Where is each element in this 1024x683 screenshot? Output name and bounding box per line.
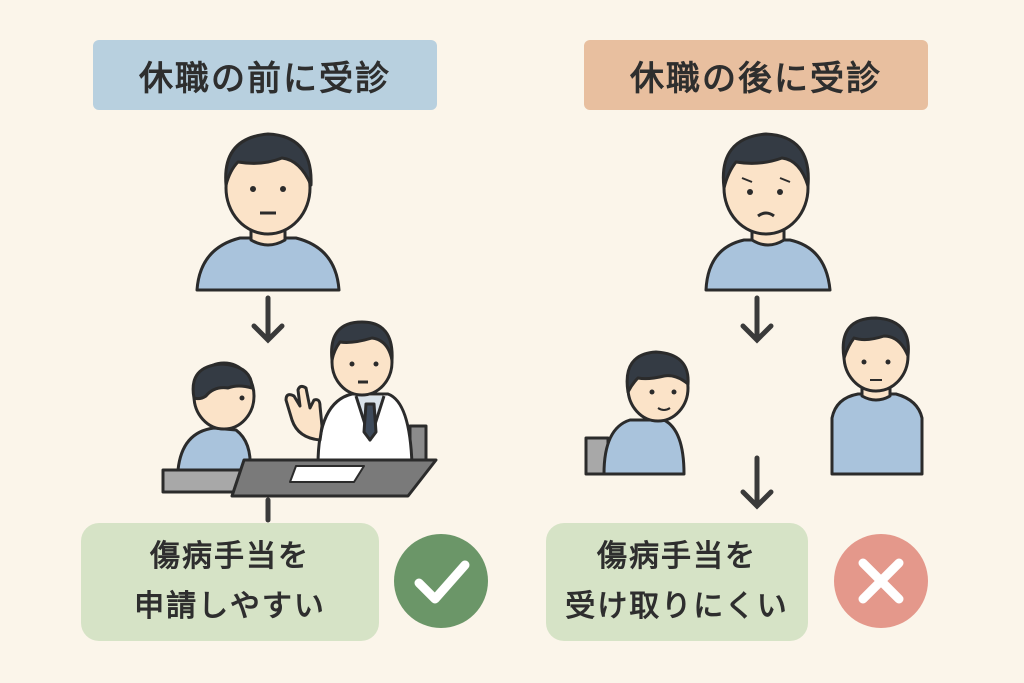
consultation-scene	[161, 320, 438, 498]
person-right-standing	[830, 316, 924, 476]
cross-icon	[834, 534, 928, 628]
person-right-top	[704, 132, 832, 292]
result-left-line2: 申請しやすい	[134, 589, 326, 624]
arrow-down-right-1	[740, 295, 774, 344]
result-box-hard: 傷病手当を 受け取りにくい	[546, 523, 808, 641]
check-icon	[394, 534, 488, 628]
result-box-easy: 傷病手当を 申請しやすい	[81, 523, 379, 641]
arrow-down-left-1	[251, 295, 285, 344]
result-left-line1: 傷病手当を	[150, 539, 310, 574]
person-right-seated	[584, 350, 690, 476]
title-after-leave: 休職の後に受診	[584, 40, 928, 110]
person-left-top	[195, 132, 341, 292]
title-before-leave: 休職の前に受診	[93, 40, 437, 110]
result-right-line2: 受け取りにくい	[565, 589, 789, 624]
result-right-line1: 傷病手当を	[597, 539, 757, 574]
arrow-down-right-2	[740, 455, 774, 510]
